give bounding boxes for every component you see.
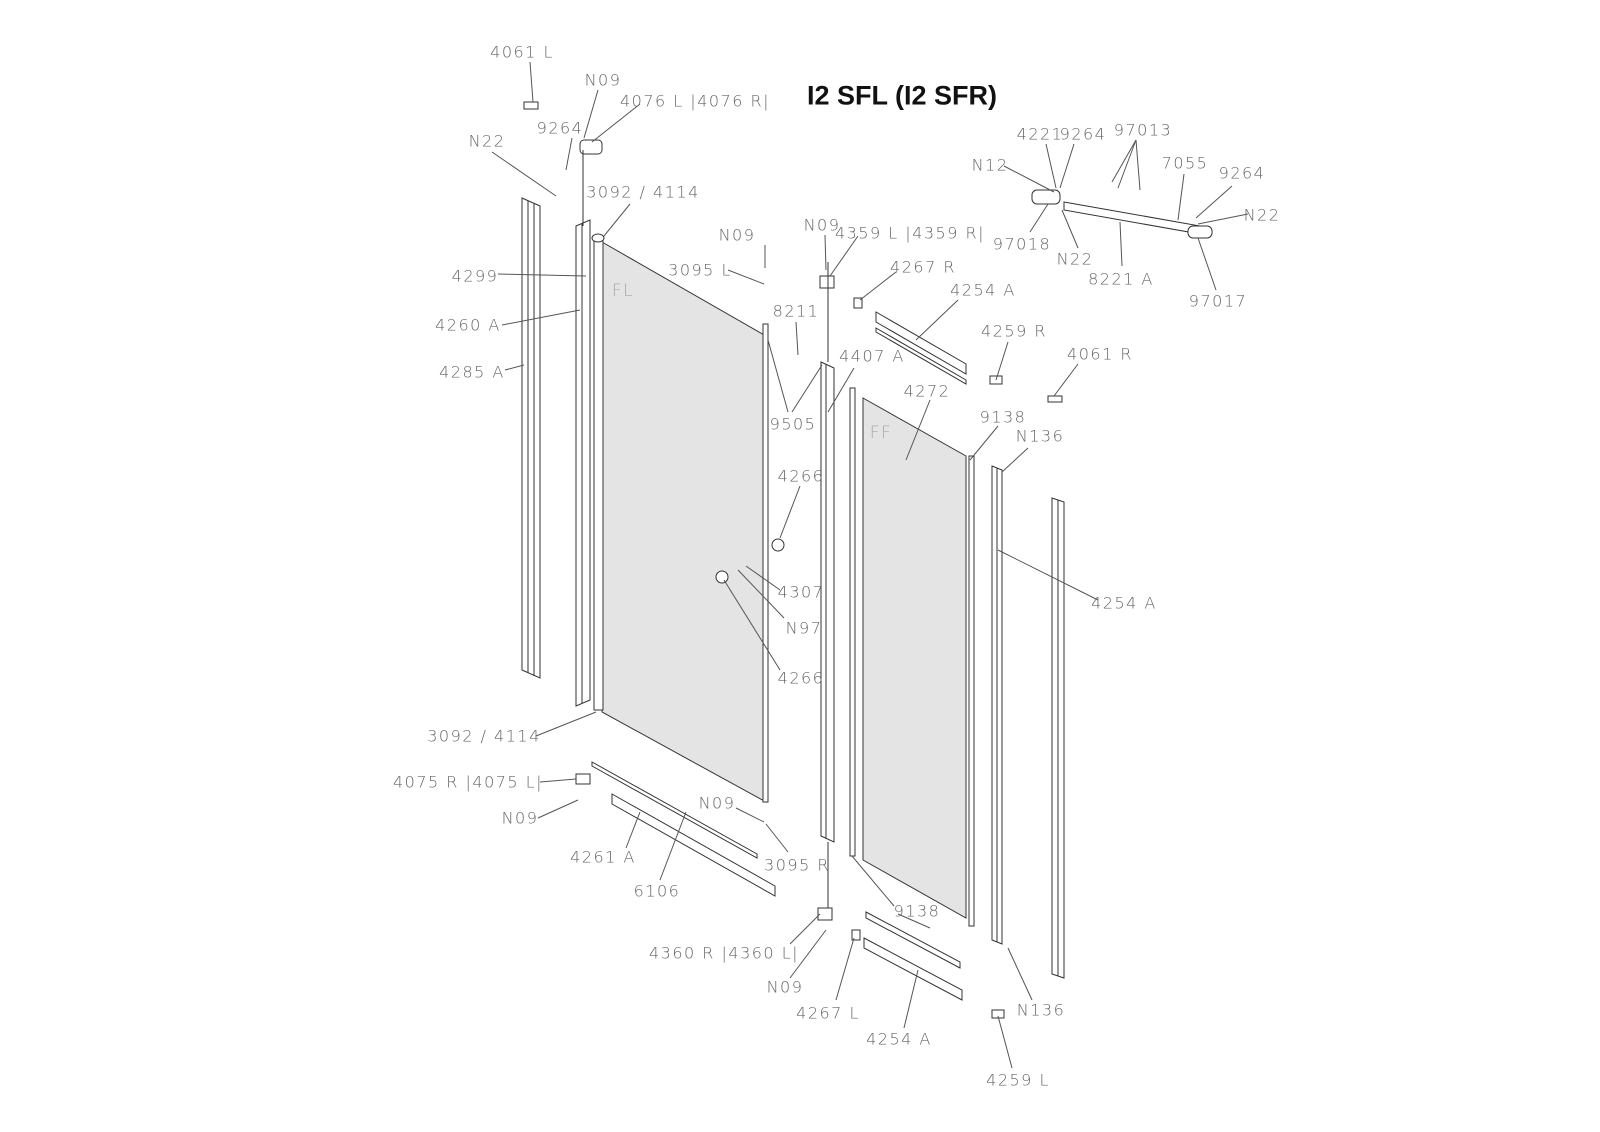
bracket-4259l	[991, 1009, 1005, 1019]
glass-mark-fl: FL	[611, 281, 635, 301]
part-label: N09	[698, 793, 736, 813]
part-label: 4266	[777, 668, 825, 688]
part-label: 4061 R	[1067, 344, 1133, 364]
seal-9138-left	[849, 387, 856, 857]
part-label: 4299	[451, 266, 499, 286]
cap-4061r	[1047, 395, 1063, 403]
part-label: 9505	[769, 414, 817, 434]
hinge-4360	[817, 907, 833, 921]
profile-4407a	[820, 361, 835, 843]
part-label: 4259 R	[981, 321, 1047, 341]
glass-panel-ff	[862, 397, 967, 919]
part-label: 4254 A	[866, 1029, 932, 1049]
part-label: N22	[1243, 205, 1281, 225]
hinge-4359	[819, 275, 835, 289]
part-label: 97013	[1113, 120, 1173, 140]
part-label: 3092 / 4114	[427, 726, 541, 746]
end-cap-4267r	[853, 297, 863, 309]
part-label: 4285 A	[439, 362, 505, 382]
part-label: 8221 A	[1088, 269, 1154, 289]
part-label: 4061 L	[490, 42, 554, 62]
part-label: 4254 A	[1091, 593, 1157, 613]
hinge-4076	[579, 139, 603, 155]
part-label: 4307	[777, 582, 825, 602]
part-label: 4407 A	[839, 346, 905, 366]
part-label: 4261 A	[570, 847, 636, 867]
part-label: 4360 R |4360 L|	[648, 943, 800, 963]
part-label: 97018	[992, 234, 1052, 254]
part-label: 3095 R	[764, 855, 830, 875]
rail-4254a-bottom	[863, 937, 963, 1001]
wall-profile-right	[1051, 497, 1065, 979]
knob-4266-outer	[771, 538, 785, 552]
part-label: 4075 R |4075 L|	[392, 772, 544, 792]
part-label: 4267 R	[890, 257, 956, 277]
part-label: 4259 L	[986, 1070, 1050, 1090]
part-label: N09	[718, 225, 756, 245]
part-label: N136	[1015, 426, 1065, 446]
rail-9138-bottom	[865, 911, 961, 969]
profile-3092	[591, 233, 605, 711]
part-label: 9138	[893, 901, 941, 921]
part-label: N09	[584, 70, 622, 90]
leader-lines	[491, 61, 1249, 1069]
part-label: 3092 / 4114	[586, 182, 700, 202]
part-label: 4254 A	[950, 280, 1016, 300]
part-label: 4272	[903, 381, 951, 401]
wall-profile-4285a	[521, 197, 541, 679]
end-cap-4267l	[851, 929, 861, 941]
part-label: N12	[971, 155, 1009, 175]
part-label: 97017	[1188, 291, 1248, 311]
bracket-97017	[1187, 225, 1213, 239]
part-label: 9264	[1218, 163, 1266, 183]
part-label: 4221	[1016, 124, 1064, 144]
seal-9138-right	[968, 455, 975, 927]
part-label: N97	[785, 618, 823, 638]
part-label: 4267 L	[796, 1003, 860, 1023]
part-label: N22	[1056, 249, 1094, 269]
part-label: 9138	[979, 407, 1027, 427]
profile-4254a-right	[991, 465, 1003, 945]
part-label: N22	[468, 131, 506, 151]
hinge-4075	[575, 773, 591, 785]
rail-4254a-top	[875, 311, 967, 375]
part-label: 3095 L	[668, 260, 732, 280]
diagram-title: I2 SFL (I2 SFR)	[806, 80, 998, 111]
part-label: 4260 A	[435, 315, 501, 335]
part-label: 7055	[1161, 153, 1209, 173]
part-label: 6106	[633, 881, 681, 901]
rail-4254a-top-2	[875, 327, 967, 385]
glass-panel-fl	[601, 241, 767, 803]
part-label: 8211	[772, 301, 820, 321]
knob-4266-inner	[715, 570, 729, 584]
profile-8211	[762, 323, 769, 803]
part-label: 4266	[777, 466, 825, 486]
rail-4261a	[611, 793, 776, 897]
rail-6106	[591, 761, 758, 859]
part-label: 9264	[1059, 124, 1107, 144]
part-label: N09	[766, 977, 804, 997]
part-label: N09	[501, 808, 539, 828]
part-label: N09	[803, 215, 841, 235]
bracket-97018	[1031, 189, 1061, 205]
part-label: 4359 L |4359 R|	[834, 223, 986, 243]
cap-4061l	[523, 101, 539, 110]
part-label: N136	[1016, 1000, 1066, 1020]
part-label: 9264	[536, 118, 584, 138]
profile-4260a	[575, 219, 591, 707]
glass-mark-ff: FF	[869, 423, 893, 443]
part-label: 4076 L |4076 R|	[619, 91, 771, 111]
